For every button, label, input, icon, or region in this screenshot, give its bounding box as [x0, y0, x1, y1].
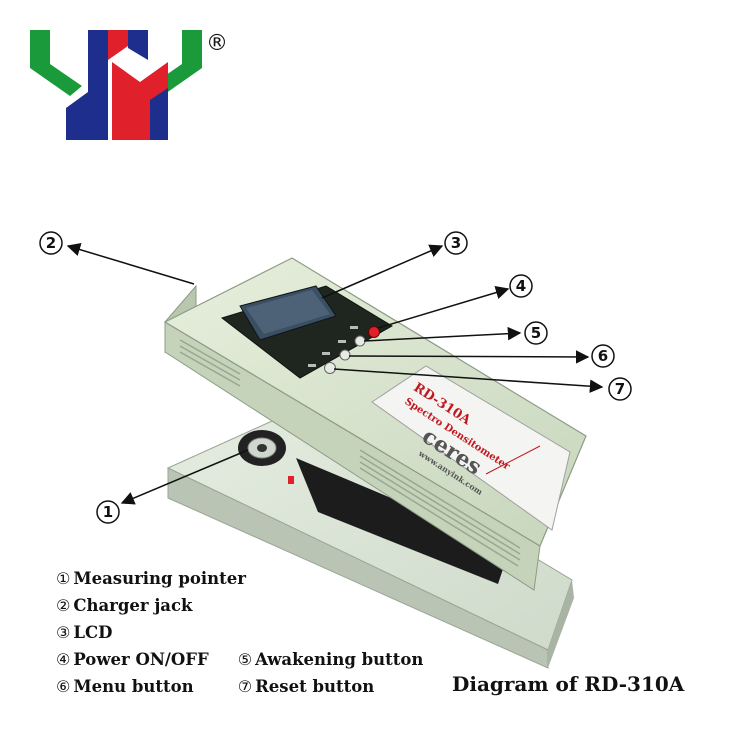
svg-text:3: 3 [451, 234, 461, 252]
logo-red-mid [112, 62, 140, 140]
svg-text:4: 4 [516, 277, 526, 295]
callout-marker-6: 6 [592, 345, 614, 367]
logo-red-left [108, 30, 128, 60]
callout-marker-7: 7 [609, 378, 631, 400]
registered-mark: ® [206, 31, 228, 56]
logo-blue-right [128, 30, 148, 60]
power-button [369, 327, 380, 338]
brand-logo: ® [30, 30, 228, 140]
arrow-3 [322, 246, 442, 298]
callout-marker-3: 3 [445, 232, 467, 254]
arrow-6 [349, 356, 588, 357]
arrow-4 [378, 289, 508, 328]
callout-marker-5: 5 [525, 322, 547, 344]
callout-marker-2: 2 [40, 232, 62, 254]
arrow-2 [68, 246, 194, 284]
svg-text:6: 6 [598, 347, 608, 365]
reset-button [325, 363, 336, 374]
callout-marker-1: 1 [97, 501, 119, 523]
callout-marker-4: 4 [510, 275, 532, 297]
svg-text:2: 2 [46, 234, 56, 252]
measuring-pointer [238, 430, 286, 466]
svg-text:5: 5 [531, 324, 541, 342]
diagram-caption: Diagram of RD-310A [452, 672, 684, 696]
menu-button [340, 350, 350, 360]
logo-green-left [30, 30, 82, 96]
svg-text:1: 1 [103, 503, 113, 521]
svg-text:7: 7 [615, 380, 625, 398]
awakening-button [355, 336, 365, 346]
